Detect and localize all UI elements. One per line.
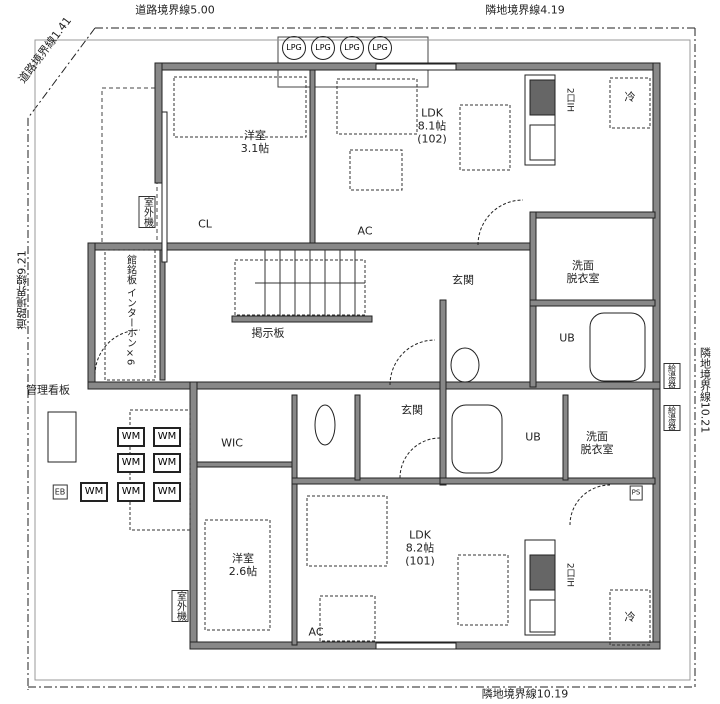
bath-102: UB xyxy=(559,331,575,345)
fridge-label: 冷 xyxy=(624,610,636,624)
washing-machine-space: WM xyxy=(117,482,145,502)
washroom-102: 洗面脱衣室 xyxy=(566,259,600,285)
window xyxy=(375,63,457,71)
management-sign-label: 管理看板 xyxy=(26,383,70,397)
bath-101: UB xyxy=(525,430,541,444)
washing-machine-space: WM xyxy=(153,482,181,502)
water-heater-102: 給湯器 xyxy=(663,363,681,389)
washing-machine-space: WM xyxy=(80,482,108,502)
closet-label: CL xyxy=(198,217,212,231)
washing-machine-space: WM xyxy=(117,427,145,447)
neighbor-boundary-top: 隣地境界線4.19 xyxy=(485,3,565,17)
washing-machine-space: WM xyxy=(153,453,181,473)
walls xyxy=(87,62,661,650)
lpg-tank: LPG xyxy=(340,36,364,60)
road-boundary-top: 道路境界線5.00 xyxy=(135,3,215,17)
washroom-101: 洗面脱衣室 xyxy=(580,430,614,456)
lpg-tank: LPG xyxy=(368,36,392,60)
washing-machine-space: WM xyxy=(153,427,181,447)
road-boundary-left: 道路境界線9.21 xyxy=(15,250,29,330)
box-label: EB xyxy=(52,484,68,500)
neighbor-boundary-bottom: 隣地境界線10.19 xyxy=(481,687,569,701)
entrance-101: 玄関 xyxy=(401,403,423,417)
stove-label: 2口IH xyxy=(564,87,575,113)
bulletin-board-label: 掲示板 xyxy=(251,326,285,340)
washing-machine-space: WM xyxy=(117,453,145,473)
lpg-tank: LPG xyxy=(282,36,306,60)
window xyxy=(375,642,457,650)
neighbor-boundary-right: 隣地境界線10.21 xyxy=(698,346,712,434)
fridge-label: 冷 xyxy=(624,90,636,104)
pipe-shaft-label: PS xyxy=(629,485,643,501)
entrance-102: 玄関 xyxy=(452,273,474,287)
ac-label: AC xyxy=(308,625,324,639)
stove-label: 2口IH xyxy=(564,562,575,588)
lpg-tank: LPG xyxy=(311,36,335,60)
water-heater-101: 給湯器 xyxy=(663,405,681,431)
boundary-lines xyxy=(27,27,696,690)
nameplate-intercom: 館銘板 インターホン×6 xyxy=(124,254,136,366)
wic-label: WIC xyxy=(221,436,243,450)
stairs xyxy=(255,250,365,316)
ac-label: AC xyxy=(357,224,373,238)
outdoor-unit-label: 室外機 xyxy=(171,590,189,622)
outdoor-unit-label: 室外機 xyxy=(138,196,156,228)
